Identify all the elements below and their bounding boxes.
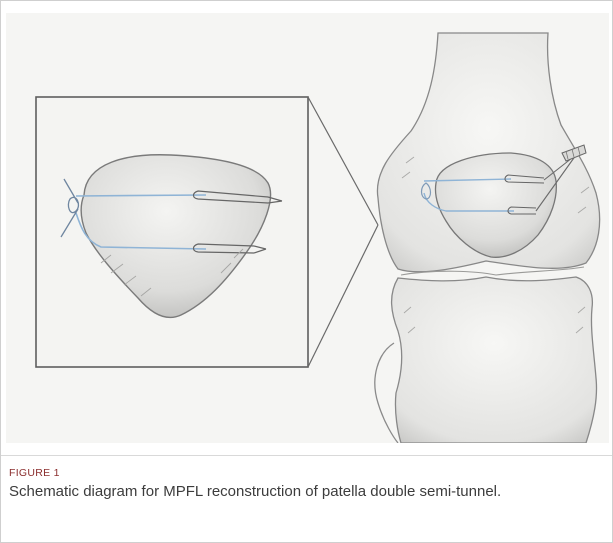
projection-line-lower xyxy=(308,225,378,367)
projection-line-upper xyxy=(308,97,378,225)
caption-divider xyxy=(1,455,612,456)
mpfl-diagram xyxy=(6,13,609,443)
figure-illustration xyxy=(6,13,609,443)
inset-suture-upper xyxy=(76,195,206,196)
figure-label: FIGURE 1 xyxy=(9,467,60,479)
tibia xyxy=(392,277,597,443)
patella-inset-drawing xyxy=(36,97,308,367)
knee-joint-drawing xyxy=(375,33,600,443)
figure-caption: Schematic diagram for MPFL reconstructio… xyxy=(9,482,604,502)
fibula-head xyxy=(375,343,398,443)
